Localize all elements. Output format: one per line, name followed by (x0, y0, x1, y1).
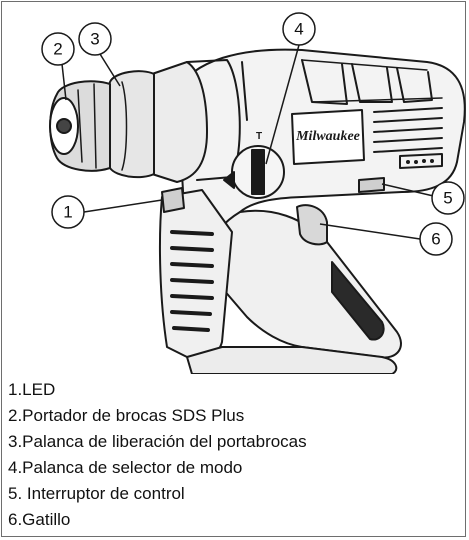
leader-line-3 (99, 53, 121, 87)
callout-circle-3 (78, 22, 112, 56)
handle-grip (331, 261, 385, 341)
trigger (296, 204, 328, 246)
callout-number-5: 5 (443, 189, 452, 208)
front-grip (158, 189, 233, 360)
leader-line-1 (83, 199, 163, 213)
leader-line-2 (61, 63, 67, 101)
control-switch (358, 177, 385, 193)
callout-number-6: 6 (431, 230, 440, 249)
battery-base (186, 346, 398, 374)
legend-item-trigger: 6.Gatillo (8, 510, 71, 529)
callout-circle-2 (41, 32, 75, 66)
gear-housing (151, 61, 208, 183)
callout-number-2: 2 (53, 40, 62, 59)
callout-number-4: 4 (294, 20, 303, 39)
leader-line-6 (319, 223, 421, 240)
legend-item-sds-chuck: 2.Portador de brocas SDS Plus (8, 406, 245, 425)
callout-number-3: 3 (90, 30, 99, 49)
rotary-hammer-illustration: Milwaukee (41, 12, 466, 374)
top-rib (241, 61, 248, 121)
top-rib (301, 59, 348, 105)
legend-item-control-switch: 5. Interruptor de control (8, 484, 185, 503)
top-rib (351, 63, 393, 103)
brand-plate (291, 109, 365, 165)
front-grip-ribs (170, 230, 214, 332)
legend-item-led: 1.LED (8, 380, 56, 399)
battery-indicator (399, 153, 443, 169)
vent-slots (373, 107, 443, 153)
led (161, 187, 185, 213)
legend-item-mode-selector: 4.Palanca de selector de modo (8, 458, 243, 477)
svg-text:T: T (256, 131, 262, 142)
leader-line-4 (265, 44, 300, 165)
callout-number-1: 1 (63, 203, 72, 222)
callout-circle-4 (282, 12, 316, 46)
brand-logo: Milwaukee (295, 129, 360, 144)
parts-legend: 1.LED 2.Portador de brocas SDS Plus 3.Pa… (8, 377, 307, 533)
callout-circle-5 (431, 181, 465, 215)
legend-item-chuck-release: 3.Palanca de liberación del portabrocas (8, 432, 307, 451)
top-rib (396, 67, 433, 103)
chuck-release-collar (103, 70, 155, 179)
callout-circle-6 (419, 222, 453, 256)
callout-circle-1 (51, 195, 85, 229)
